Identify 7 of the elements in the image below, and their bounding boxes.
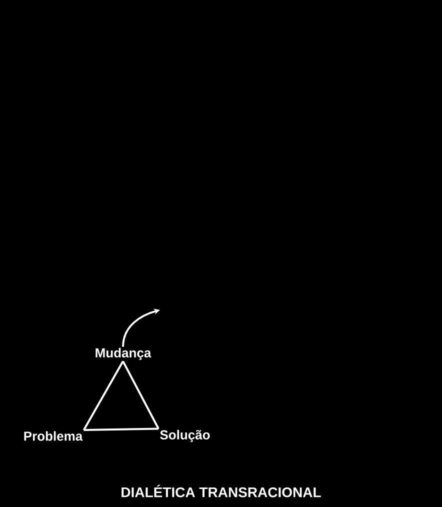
node-label: Problema	[24, 431, 83, 441]
triangle-side	[82, 360, 124, 431]
triangle-side	[84, 428, 159, 432]
caption: DIALÉTICA TRANSRACIONAL	[122, 484, 321, 498]
node-label: Mudança	[96, 348, 152, 360]
triangle-side	[122, 360, 160, 430]
node-label: Solução	[160, 430, 210, 442]
